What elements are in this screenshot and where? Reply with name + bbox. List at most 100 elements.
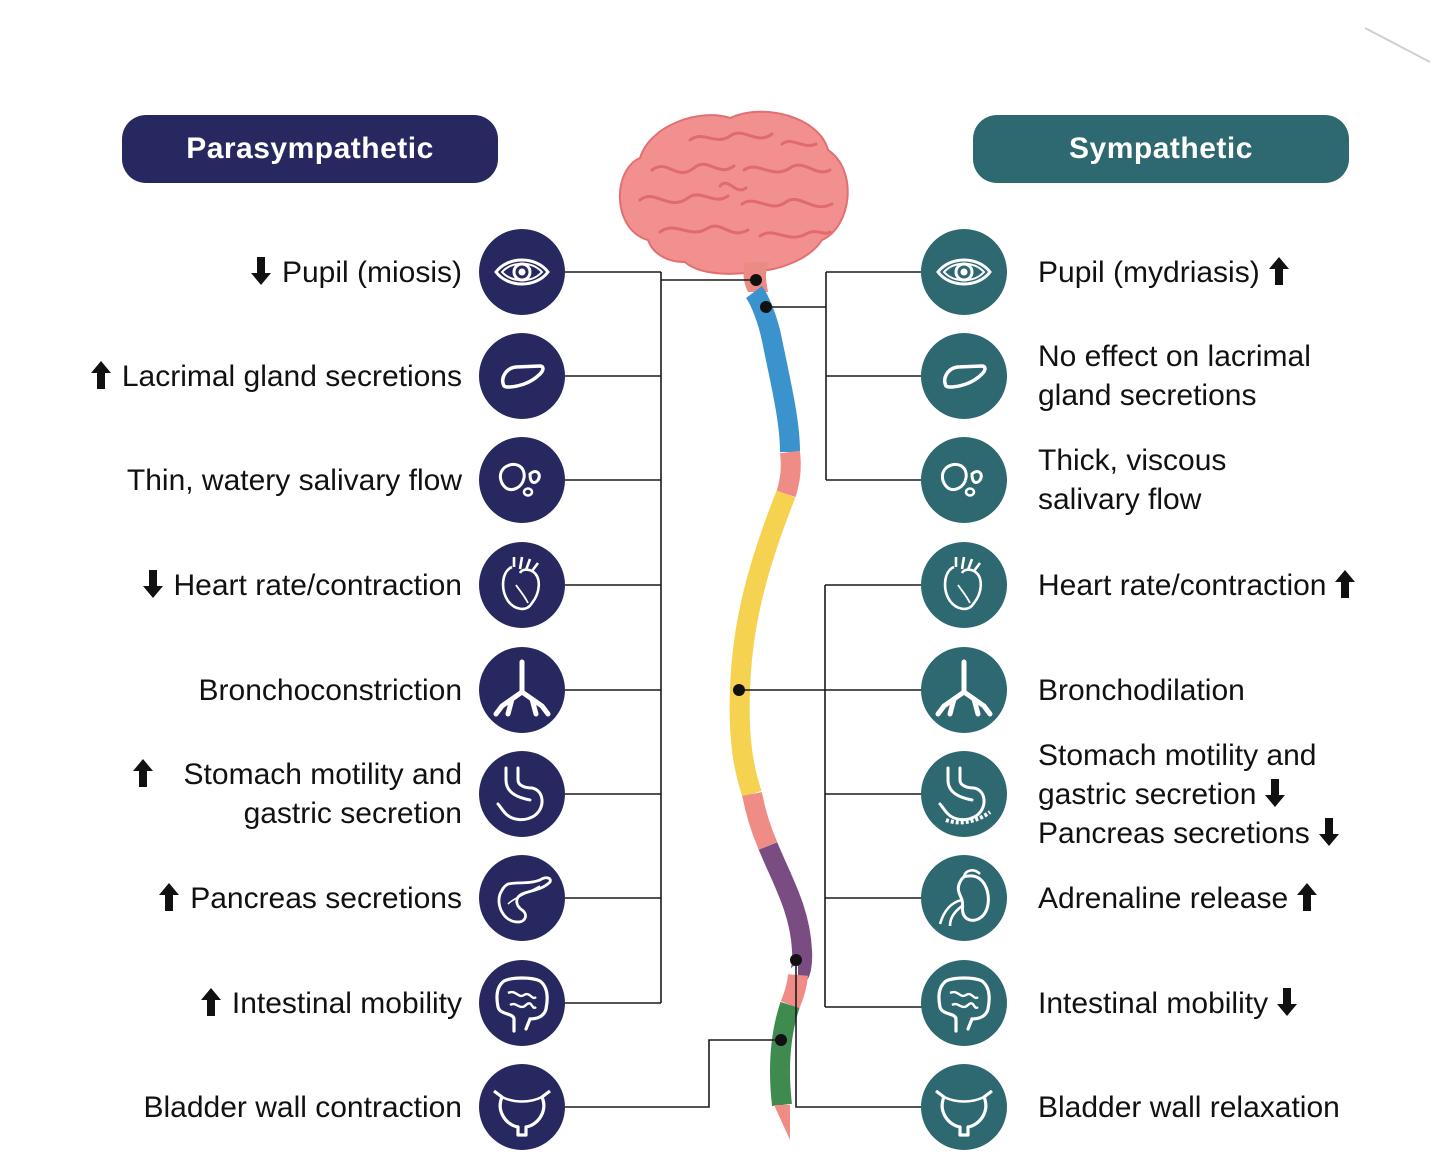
cervical-thoracic-gap [776,450,801,498]
sympathetic-label-line: Intestinal mobility [1038,984,1298,1023]
arrow-up-icon [132,759,153,787]
parasympathetic-header: Parasympathetic [122,115,498,183]
sympathetic-icon-circle [921,1064,1007,1150]
bladder-icon [479,1064,565,1150]
junction-dots [733,274,802,1046]
label-text: Stomach motility and [1038,738,1317,772]
label-text: Heart rate/contraction [173,568,462,602]
parasympathetic-icon-circle [479,333,565,419]
kidney-adrenal-icon [921,855,1007,941]
intestine-icon [921,960,1007,1046]
label-text: Pancreas secretions [190,881,462,915]
junction-dot-cranial [750,274,762,286]
sympathetic-icon-circle [921,542,1007,628]
parasympathetic-icon-circle [479,855,565,941]
nerve-connector-lines [565,271,922,1108]
arrow-up-icon [200,987,221,1016]
arrow-down-icon [1265,778,1286,807]
arrow-down-icon [1318,817,1339,846]
lumbar-sacral-gap [780,973,808,1009]
sympathetic-label-line: Pupil (mydriasis) [1038,253,1290,292]
parasympathetic-icon-circle [479,542,565,628]
sacral-bladder-connector [565,1039,781,1108]
sympathetic-label-line: salivary flow [1038,480,1201,519]
parasympathetic-label-line: Bladder wall contraction [143,1088,462,1127]
label-text: gastric secretion [243,797,462,830]
sympathetic-icon-circle [921,960,1007,1046]
thoracic-segment [729,490,796,798]
label-text: Bladder wall contraction [143,1090,462,1124]
label-text: salivary flow [1038,483,1202,516]
label-text: Heart rate/contraction [1038,568,1327,602]
sympathetic-icon-circle [921,855,1007,941]
brain-icon [619,110,849,292]
arrow-up-icon [1297,882,1318,911]
label-text: Adrenaline release [1038,881,1289,915]
label-text: Pupil (mydriasis) [1038,255,1260,289]
label-text: Bronchodilation [1038,673,1245,707]
junction-dot-cervical [760,301,772,313]
pancreas-icon [479,855,565,941]
heart-icon [479,542,565,628]
arrow-down-icon [142,569,163,598]
sympathetic-label-line: gastric secretion [1038,775,1286,814]
label-text: Thin, watery salivary flow [126,463,462,497]
sympathetic-label-line: Adrenaline release [1038,879,1318,918]
arrow-down-icon [250,256,271,285]
arrow-up-icon [1335,569,1356,598]
label-text: Lacrimal gland secretions [121,359,462,393]
intestine-icon [479,960,565,1046]
arrow-down-icon [1277,987,1298,1016]
lumbar-segment [758,842,813,985]
corner-decoration-line [1364,27,1431,63]
organ-icons [479,229,1007,1150]
arrow-up-icon [159,882,180,911]
sympathetic-label-line: No effect on lacrimal [1038,337,1311,376]
parasympathetic-label-line: Stomach motility and [132,755,462,794]
cervical-segment [745,286,800,453]
parasympathetic-icon-circle [479,751,565,837]
label-text: gastric secretion [1038,777,1257,811]
arrow-up-icon [90,360,111,389]
label-text: No effect on lacrimal [1038,340,1311,373]
parasympathetic-label-line: Thin, watery salivary flow [127,461,462,500]
stomach-pancreas-icon [921,751,1007,837]
thoracic-lumbar-gap [742,792,778,850]
heart-icon [921,542,1007,628]
lungs-icon [479,647,565,733]
label-text: Bladder wall relaxation [1038,1090,1340,1124]
junction-dot-lumbar [790,954,802,966]
label-text: Bronchoconstriction [198,673,462,707]
parasympathetic-label-line: Heart rate/contraction [142,566,462,605]
parasympathetic-label-line: Pupil (miosis) [250,253,462,292]
spinal-cord-tail [774,1105,790,1140]
sacral-segment [770,1001,800,1107]
parasympathetic-label-line: Intestinal mobility [200,984,462,1023]
bladder-icon [921,1064,1007,1150]
lungs-icon [921,647,1007,733]
lumbar-bladder-connector [795,960,922,1108]
label-text: Intestinal mobility [1038,986,1269,1020]
parasympathetic-icon-circle [479,960,565,1046]
eye-icon [921,229,1007,315]
label-text: Stomach motility and [183,758,462,791]
spinal-cord [729,286,813,1140]
sympathetic-header: Sympathetic [973,115,1349,183]
eye-icon [479,229,565,315]
label-text: Intestinal mobility [231,986,462,1020]
parasympathetic-label-line: Bronchoconstriction [199,671,462,710]
stomach-icon [479,751,565,837]
sympathetic-icon-circle [921,333,1007,419]
lacrimal-gland-icon [921,333,1007,419]
sympathetic-label-line: Bronchodilation [1038,671,1245,710]
sympathetic-label-line: Heart rate/contraction [1038,566,1356,605]
label-text: Thick, viscous [1038,444,1227,477]
arrow-up-icon [1268,256,1289,285]
salivary-gland-icon [921,437,1007,523]
label-text: Pancreas secretions [1038,816,1310,850]
parasympathetic-label-line: gastric secretion [244,794,462,833]
lacrimal-gland-icon [479,333,565,419]
parasympathetic-label-line: Lacrimal gland secretions [90,357,462,396]
label-text: Pupil (miosis) [281,255,462,289]
